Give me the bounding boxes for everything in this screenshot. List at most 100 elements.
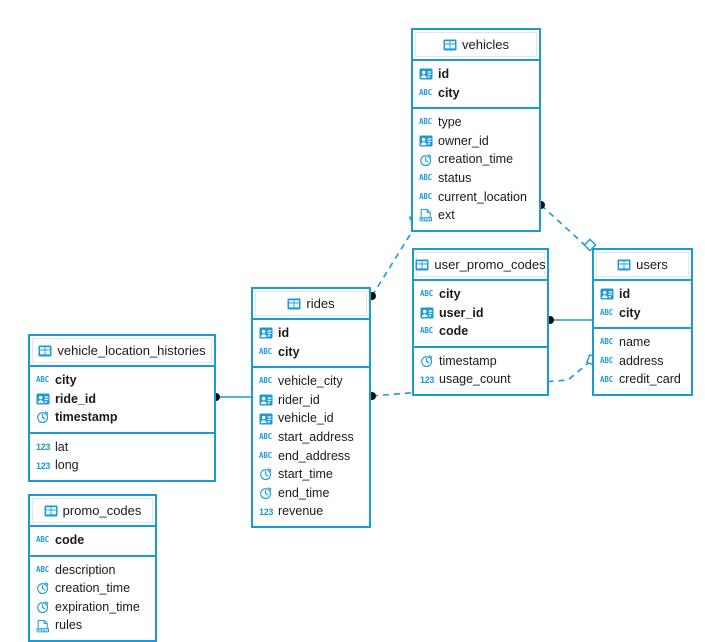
field-label: name: [619, 335, 651, 350]
field-vehicle_location_histories-ride_id[interactable]: ride_id: [30, 390, 214, 409]
clock-icon: [420, 354, 434, 368]
entity-header-promo_codes[interactable]: promo_codes: [32, 498, 153, 523]
clock-icon: [36, 410, 50, 424]
field-vehicle_location_histories-city[interactable]: ABC city: [30, 371, 214, 390]
field-rides-end_time[interactable]: end_time: [253, 484, 369, 503]
entity-title: promo_codes: [62, 503, 142, 518]
entity-header-users[interactable]: users: [596, 252, 689, 277]
abc-icon: ABC: [419, 173, 432, 183]
abc-icon: ABC: [36, 535, 49, 545]
id-card-icon: [419, 67, 433, 81]
id-card-icon: [419, 134, 433, 148]
table-icon: [44, 504, 58, 518]
abc-icon: ABC: [600, 356, 613, 366]
field-vehicle_location_histories-timestamp[interactable]: timestamp: [30, 408, 214, 427]
table-icon: [415, 258, 429, 272]
field-label: vehicle_city: [278, 374, 343, 389]
field-vehicles-status[interactable]: ABC status: [413, 169, 539, 188]
field-rides-rider_id[interactable]: rider_id: [253, 391, 369, 410]
field-label: code: [439, 324, 469, 339]
field-promo_codes-creation_time[interactable]: creation_time: [30, 579, 155, 598]
field-rides-vehicle_id[interactable]: vehicle_id: [253, 409, 369, 428]
field-rides-id[interactable]: id: [253, 324, 369, 343]
relationship-vlh-to-rides[interactable]: [212, 393, 251, 401]
id-card-icon: [259, 412, 273, 426]
123-icon: 123: [36, 460, 51, 471]
entity-header-user_promo_codes[interactable]: user_promo_codes: [415, 252, 546, 277]
clock-icon: [259, 486, 273, 500]
field-label: long: [55, 458, 79, 473]
field-label: end_time: [278, 485, 330, 500]
field-vehicles-id[interactable]: id: [413, 65, 539, 84]
field-label: id: [619, 287, 631, 302]
abc-icon: ABC: [600, 374, 613, 384]
abc-icon: ABC: [600, 307, 613, 317]
123-icon: 123: [36, 442, 51, 453]
field-label: credit_card: [619, 372, 681, 387]
field-rides-start_time[interactable]: start_time: [253, 465, 369, 484]
entity-title: rides: [306, 296, 335, 311]
relationship-vehicles-to-users[interactable]: [537, 201, 597, 252]
field-vehicle_location_histories-long[interactable]: 123 long: [30, 456, 214, 475]
id-card-icon: [420, 306, 434, 320]
field-label: status: [438, 171, 472, 186]
entity-header-vehicles[interactable]: vehicles: [415, 32, 537, 57]
field-users-id[interactable]: id: [594, 285, 691, 304]
field-vehicles-creation_time[interactable]: creation_time: [413, 150, 539, 169]
entity-header-vehicle_location_histories[interactable]: vehicle_location_histories: [32, 338, 212, 363]
abc-icon: ABC: [36, 375, 49, 385]
clock-icon: [36, 581, 50, 595]
id-card-icon: [600, 287, 614, 301]
field-user_promo_codes-timestamp[interactable]: timestamp: [414, 352, 547, 371]
entity-header-rides[interactable]: rides: [255, 291, 367, 316]
field-user_promo_codes-user_id[interactable]: user_id: [414, 304, 547, 323]
field-users-address[interactable]: ABC address: [594, 352, 691, 371]
field-vehicles-owner_id[interactable]: owner_id: [413, 132, 539, 151]
relationship-upc-to-users[interactable]: [546, 316, 592, 324]
field-label: address: [619, 353, 664, 368]
abc-icon: ABC: [259, 450, 272, 460]
field-promo_codes-expiration_time[interactable]: expiration_time: [30, 598, 155, 617]
abc-icon: ABC: [419, 87, 432, 97]
field-label: city: [55, 373, 77, 388]
table-icon: [38, 344, 52, 358]
field-users-credit_card[interactable]: ABC credit_card: [594, 370, 691, 389]
field-label: timestamp: [439, 353, 497, 368]
field-label: timestamp: [55, 410, 118, 425]
field-label: user_id: [439, 305, 484, 320]
field-label: expiration_time: [55, 599, 140, 614]
field-label: current_location: [438, 189, 527, 204]
field-label: city: [439, 287, 461, 302]
